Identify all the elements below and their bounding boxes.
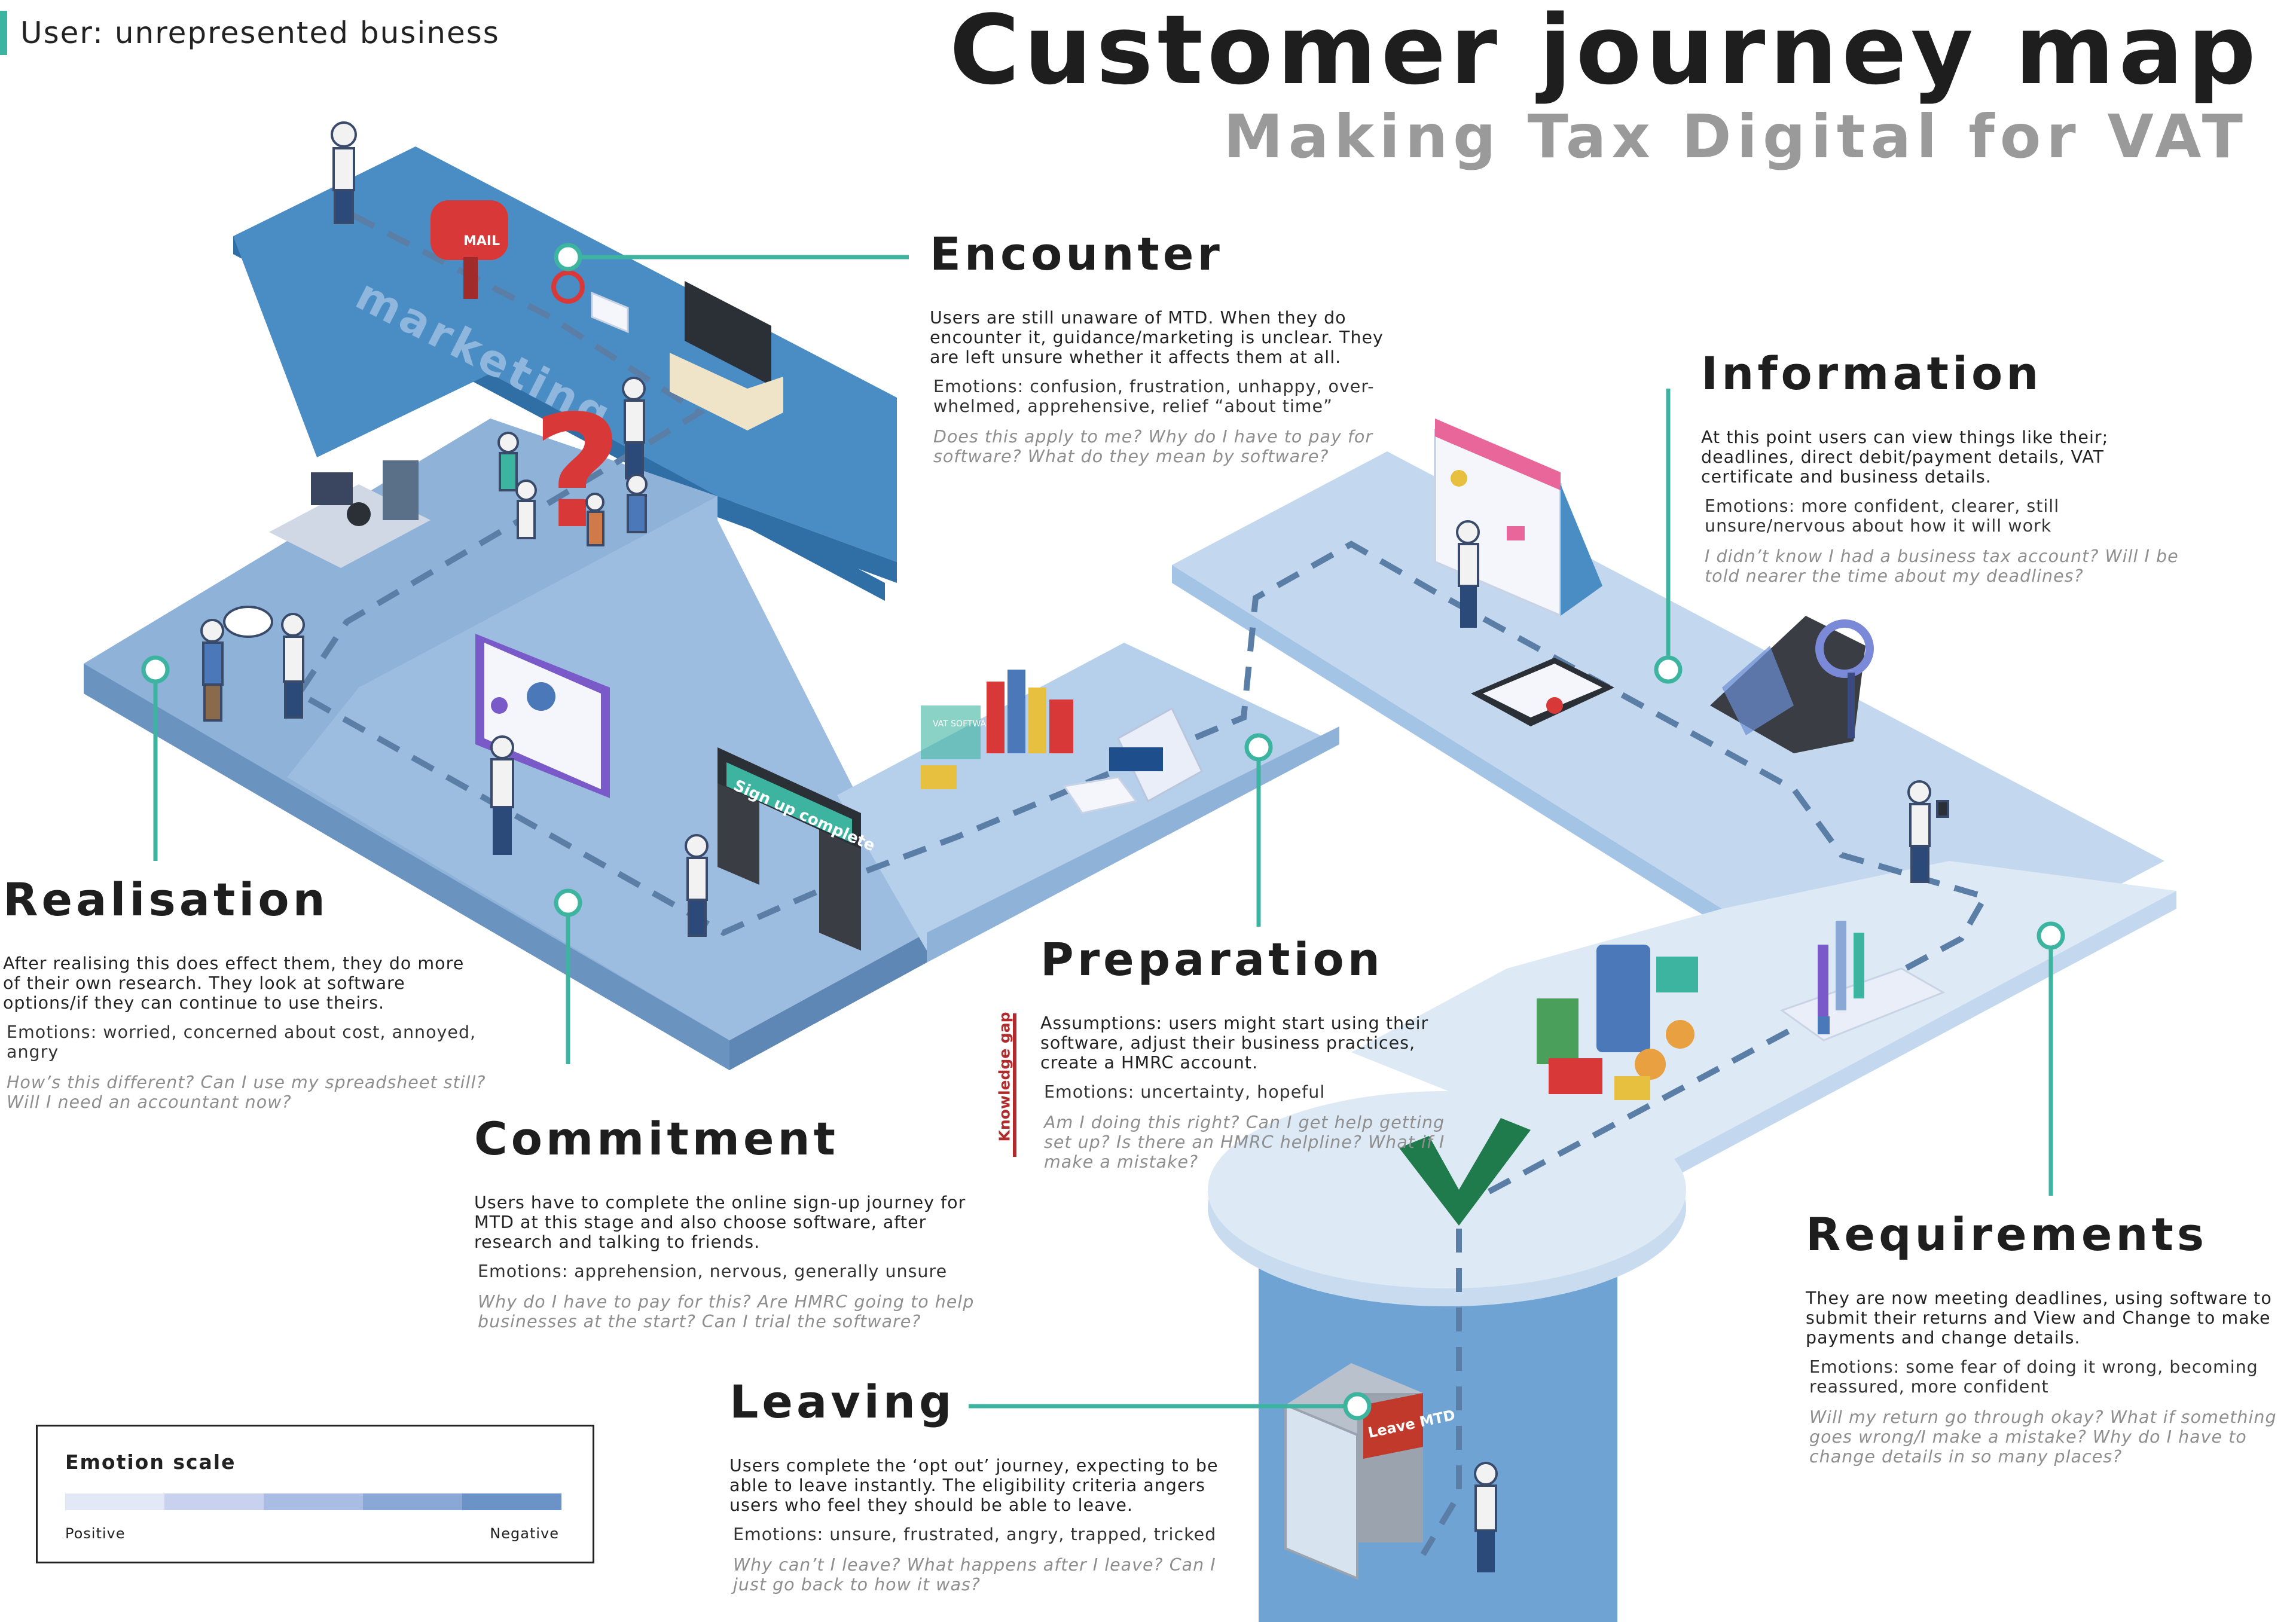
conversation-icon: [200, 606, 305, 722]
people-group: [331, 121, 648, 546]
stage-information: Information At this point users can view…: [1701, 347, 2179, 586]
stage-connectors: [141, 243, 2065, 1421]
stage-description: They are now meeting deadlines, using so…: [1806, 1288, 2272, 1348]
stage-emotions: Emotions: unsure, frustrated, angry, tra…: [733, 1525, 1217, 1544]
stage-commitment: Commitment Users have to complete the on…: [474, 1112, 982, 1331]
stage-leaving: Leaving Users complete the ‘opt out’ jou…: [729, 1375, 1238, 1594]
svg-text:MAIL: MAIL: [463, 234, 500, 249]
legend-swatch: [65, 1493, 164, 1510]
journey-path: [294, 212, 1990, 1556]
legend-low-label: Positive: [65, 1525, 126, 1542]
legend-swatch: [264, 1493, 363, 1510]
stage-description: Users have to complete the online sign-u…: [474, 1193, 966, 1252]
tv-icon: [670, 281, 783, 430]
stage-questions: Why do I have to pay for this? Are HMRC …: [478, 1292, 975, 1331]
stage-title: Realisation: [3, 873, 329, 926]
office-desk-icon: [269, 460, 430, 568]
calendar-icon: [1434, 419, 1602, 628]
certificate-icon: [1471, 658, 1614, 726]
magnifier-laptop-icon: [1710, 616, 1874, 753]
emotion-scale-legend: Emotion scale Positive Negative: [36, 1425, 594, 1563]
growth-chart-icon: [1779, 921, 1946, 1041]
stage-title: Requirements: [1806, 1208, 2208, 1261]
stage-questions: Does this apply to me? Why do I have to …: [933, 427, 1373, 466]
knowledge-gap-label: Knowledge gap: [996, 1012, 1013, 1142]
encounter-platform: [233, 146, 897, 601]
stage-questions: Why can’t I leave? What happens after I …: [733, 1555, 1216, 1594]
leave-door-icon: Leave MTD: [1284, 1363, 1498, 1580]
stage-emotions: Emotions: uncertainty, hopeful: [1044, 1082, 1326, 1102]
question-mark-icon: ?: [532, 383, 622, 563]
signup-gate-icon: Sign up complete: [718, 747, 878, 951]
stage-title: Information: [1701, 347, 2042, 400]
stage-emotions: Emotions: more confident, clearer, still…: [1705, 496, 2060, 536]
legend-swatch: [462, 1493, 561, 1510]
stage-preparation: Preparation Assumptions: users might sta…: [1040, 933, 1471, 1172]
page-subtitle: Making Tax Digital for VAT: [1223, 102, 2248, 172]
stage-title: Leaving: [729, 1375, 955, 1428]
legend-title: Emotion scale: [65, 1450, 236, 1474]
stage-questions: Will my return go through okay? What if …: [1809, 1407, 2277, 1467]
stage-questions: I didn’t know I had a business tax accou…: [1705, 546, 2179, 586]
stage-emotions: Emotions: some fear of doing it wrong, b…: [1809, 1357, 2258, 1397]
person-icon: [685, 834, 709, 937]
stage-description: Users are still unaware of MTD. When the…: [930, 308, 1384, 367]
legend-swatch: [164, 1493, 264, 1510]
person-tablet-icon: [1907, 780, 1949, 883]
stage-emotions: Emotions: confusion, frustration, unhapp…: [933, 377, 1375, 416]
legend-swatch: [363, 1493, 462, 1510]
stage-description: Users complete the ‘opt out’ journey, ex…: [729, 1456, 1219, 1515]
stage-requirements: Requirements They are now meeting deadli…: [1806, 1208, 2284, 1467]
stage-questions: How’s this different? Can I use my sprea…: [7, 1073, 486, 1112]
legend-gradient: [65, 1493, 561, 1510]
checkmark-icon: [1399, 1118, 1531, 1226]
knowledge-gap-marker: Knowledge gap: [981, 1012, 1016, 1163]
stage-emotions: Emotions: apprehension, nervous, general…: [478, 1261, 948, 1281]
stage-title: Commitment: [474, 1112, 839, 1165]
legend-high-label: Negative: [490, 1525, 559, 1542]
stage-questions: Am I doing this right? Can I get help ge…: [1044, 1113, 1445, 1172]
stage-title: Encounter: [930, 227, 1223, 280]
payments-icon: [1537, 945, 1698, 1100]
stage-title: Preparation: [1040, 933, 1384, 986]
mailbox-icon: MAIL: [430, 200, 508, 299]
books-icon: VAT SOFTWARE: [921, 670, 1073, 789]
svg-text:VAT SOFTWARE: VAT SOFTWARE: [933, 719, 997, 729]
stage-emotions: Emotions: worried, concerned about cost,…: [7, 1022, 477, 1062]
stage-realisation: Realisation After realising this does ef…: [3, 873, 487, 1112]
stage-description: At this point users can view things like…: [1701, 427, 2109, 487]
page-title: Customer journey map: [949, 0, 2260, 106]
stage-encounter: Encounter Users are still unaware of MTD…: [930, 227, 1396, 466]
stage-description: Assumptions: users might start using the…: [1040, 1013, 1429, 1073]
user-type-label: User: unrepresented business: [0, 11, 500, 55]
email-icon: [551, 270, 629, 334]
stage-description: After realising this does effect them, t…: [3, 954, 465, 1013]
knowledge-gap-bar: [1013, 1013, 1016, 1157]
laptop-icon: [1062, 707, 1203, 814]
signup-tablet-icon: [475, 634, 610, 855]
